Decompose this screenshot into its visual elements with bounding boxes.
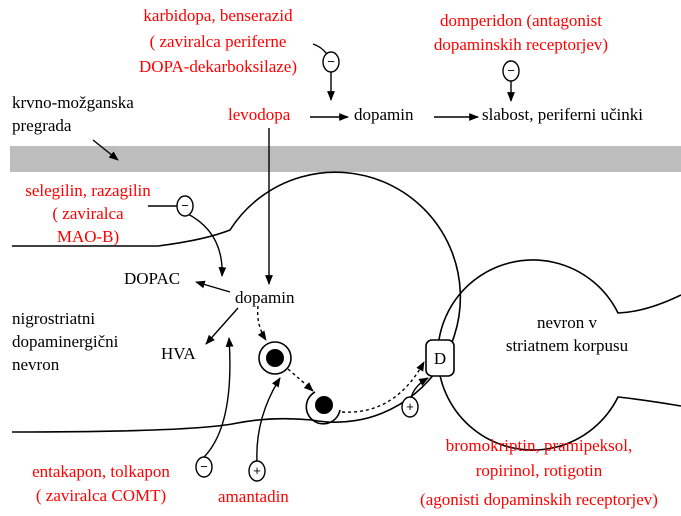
minus-sign-entakapon: −: [196, 457, 212, 477]
domperidon-label-line-2: dopaminskih receptorjev): [420, 35, 622, 55]
striatal-neuron-label-line-1: nevron v: [492, 313, 642, 333]
selegilin-label-line-1: selegilin, razagilin: [12, 181, 164, 201]
selegilin-label-line-2: ( zaviralca: [12, 204, 164, 224]
minus-sign-carbidopa: −: [323, 52, 339, 72]
peripheral-effects-label: slabost, periferni učinki: [482, 105, 643, 125]
vesicle-upper: [259, 342, 291, 374]
carbidopa-label-line-3: DOPA-dekarboksilaze): [118, 57, 318, 77]
agonists-label-line-3: (agonisti dopaminskih receptorjev): [398, 490, 680, 510]
agonists-label-line-2: ropirinol, rotigotin: [402, 461, 676, 481]
vesicle-release: [306, 392, 340, 424]
striatal-neuron-label-line-2: striatnem korpusu: [492, 336, 642, 356]
arrow-dopamin-to-dopac: [196, 282, 230, 292]
carbidopa-label-line-2: ( zaviralca periferne: [118, 32, 318, 52]
nigro-neuron-label-line-1: nigrostriatni: [12, 309, 95, 329]
entakapon-label-line-1: entakapon, tolkapon: [8, 462, 194, 482]
amantadin-label: amantadin: [218, 487, 289, 507]
blood-brain-barrier-band: [10, 146, 681, 172]
domperidon-label-line-1: domperidon (antagonist: [420, 11, 622, 31]
arrow-dopamin-to-vesicle: [258, 306, 266, 340]
levodopa-label: levodopa: [228, 105, 290, 125]
agonists-label-line-1: bromokriptin, pramipeksol,: [402, 436, 676, 456]
plus-sign-agonists: +: [402, 397, 418, 417]
entakapon-label-line-2: ( zaviralca COMT): [8, 486, 194, 506]
curve-entakapon-inhibition: [202, 338, 230, 459]
dopamin-central-label: dopamin: [235, 288, 295, 308]
minus-sign-selegilin: −: [177, 196, 193, 216]
nigro-neuron-label-line-2: dopaminergični: [12, 332, 118, 352]
receptor-label: D: [426, 349, 454, 369]
arrow-vesicle-to-release: [288, 369, 313, 391]
hva-label: HVA: [161, 344, 196, 364]
selegilin-label-line-3: MAO-B): [12, 227, 164, 247]
dopac-label: DOPAC: [124, 269, 180, 289]
arrow-dopamin-to-hva: [206, 308, 238, 344]
plus-sign-amantadin: +: [249, 461, 265, 481]
minus-sign-domperidon: −: [503, 61, 519, 81]
carbidopa-label-line-1: karbidopa, benserazid: [118, 6, 318, 26]
nigro-neuron-label-line-3: nevron: [12, 355, 59, 375]
barrier-label-line-2: pregrada: [12, 116, 71, 136]
dopamin-peripheral-label: dopamin: [354, 105, 414, 125]
barrier-label-line-1: krvno-možganska: [12, 93, 134, 113]
